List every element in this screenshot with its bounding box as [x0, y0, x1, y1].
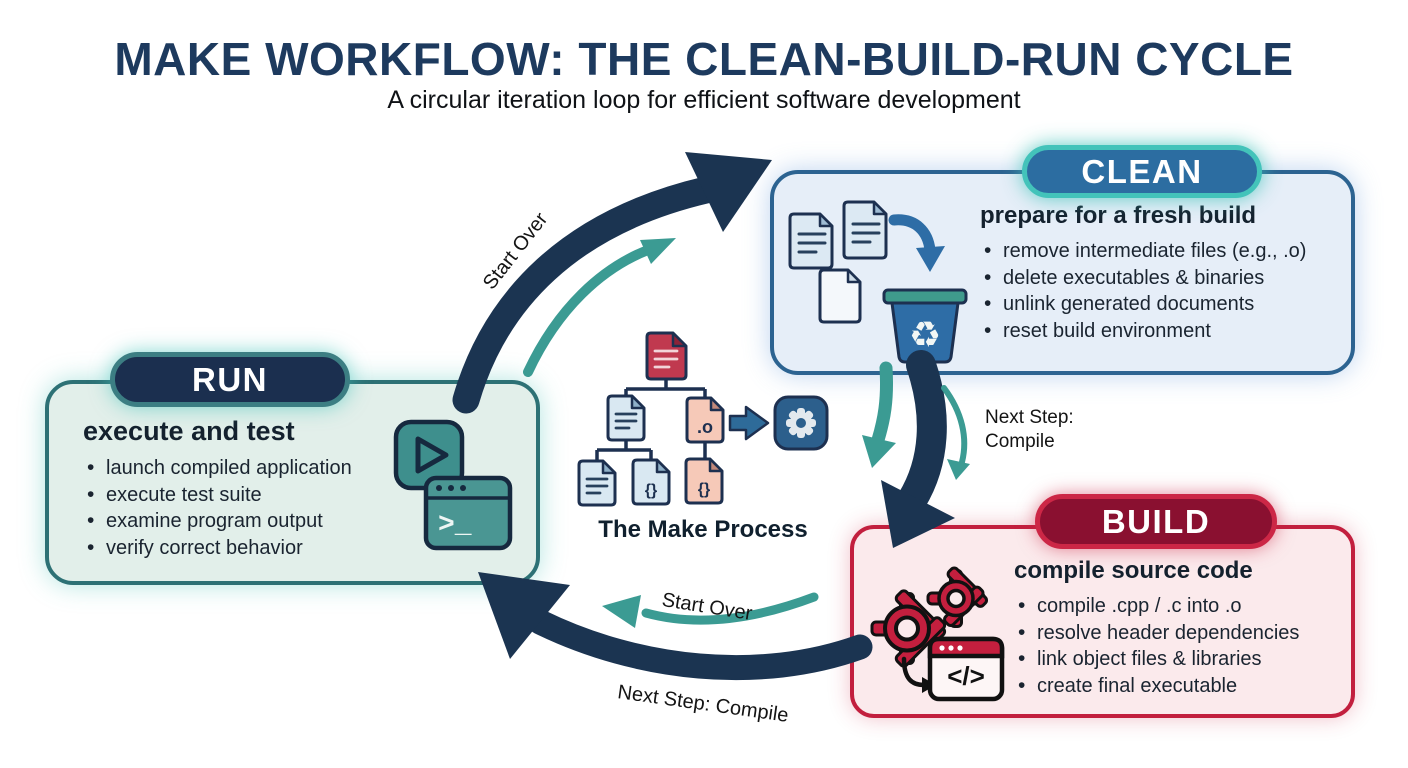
- source-document-icon: [606, 394, 646, 442]
- arrow-run-to-clean-inner: [523, 238, 676, 377]
- arrow-build-to-run-navy: [478, 572, 873, 681]
- document-lined-icon: [788, 212, 834, 270]
- clean-icons: ♻: [788, 200, 968, 364]
- terminal-window-icon: >_: [423, 475, 513, 551]
- build-bullet: link object files & libraries: [1014, 645, 1346, 673]
- document-blank-icon: [818, 268, 862, 324]
- recycle-bin-icon: ♻: [882, 288, 968, 364]
- arrow-clean-to-build-navy: [881, 350, 955, 548]
- clean-bullet: delete executables & binaries: [980, 264, 1344, 292]
- clean-bullet-list: remove intermediate files (e.g., .o) del…: [980, 237, 1344, 345]
- gear-icon: [870, 589, 947, 668]
- clean-heading: prepare for a fresh build: [980, 202, 1257, 229]
- next-step-line2: Compile: [985, 430, 1055, 452]
- make-process-caption: The Make Process: [598, 516, 808, 543]
- run-bullet: execute test suite: [83, 481, 423, 509]
- object-file-document-icon: .o: [685, 396, 725, 444]
- build-bullet: compile .cpp / .c into .o: [1014, 592, 1346, 620]
- arrow-clean-to-build-thin-teal: [941, 385, 970, 480]
- object-file-label: .o: [697, 417, 713, 437]
- stage-box-run: >_ execute and test launch compiled appl…: [45, 380, 540, 585]
- makefile-document-icon: [645, 331, 688, 381]
- run-heading: execute and test: [83, 416, 295, 446]
- page-subtitle: A circular iteration loop for efficient …: [387, 86, 1021, 114]
- next-step-line1: Next Step:: [985, 407, 1074, 428]
- clean-badge: CLEAN: [1022, 145, 1262, 198]
- run-badge: RUN: [110, 352, 350, 407]
- arrow-to-trash-icon: [888, 214, 945, 272]
- run-bullet: launch compiled application: [83, 454, 423, 482]
- run-bullet: examine program output: [83, 507, 423, 535]
- code-tag-label: </>: [947, 661, 985, 691]
- build-badge: BUILD: [1035, 494, 1277, 549]
- to-executable-arrow-icon: [728, 405, 770, 441]
- build-bullet: resolve header dependencies: [1014, 619, 1346, 647]
- next-step-label-bottom: Next Step: Compile: [616, 681, 790, 727]
- run-bullet-list: launch compiled application execute test…: [83, 454, 423, 562]
- stage-box-clean: ♻ prepare for a fresh build remove inter…: [770, 170, 1355, 375]
- header-file-label: {}: [645, 482, 657, 499]
- clean-bullet: unlink generated documents: [980, 290, 1344, 318]
- build-bullet: create final executable: [1014, 672, 1346, 700]
- clean-bullet: reset build environment: [980, 317, 1344, 345]
- source-file-label: {}: [698, 481, 710, 498]
- stage-box-build: </> compile source code compile .cpp / .…: [850, 525, 1355, 718]
- terminal-prompt: >_: [438, 510, 472, 541]
- build-icons: </>: [870, 566, 1005, 702]
- start-over-label-bottom: Start Over: [660, 589, 754, 625]
- arrow-run-to-clean: [452, 152, 772, 414]
- start-over-label-top: Start Over: [478, 208, 553, 294]
- recycle-symbol: ♻: [909, 314, 941, 355]
- header-file-document-icon: {}: [631, 458, 671, 506]
- arrow-clean-to-build-teal: [862, 361, 896, 468]
- document-lined-icon: [842, 200, 888, 260]
- dependency-tree-connectors: [595, 379, 707, 461]
- next-step-label-right: Next Step: Compile: [985, 406, 1145, 454]
- executable-gear-icon: [773, 395, 829, 451]
- gear-icon: [926, 566, 989, 628]
- page-title: MAKE WORKFLOW: THE CLEAN-BUILD-RUN CYCLE: [114, 33, 1294, 85]
- build-bullet-list: compile .cpp / .c into .o resolve header…: [1014, 592, 1346, 700]
- clean-bullet: remove intermediate files (e.g., .o): [980, 237, 1344, 265]
- source-file-document-icon: {}: [684, 457, 724, 505]
- code-window-icon: </>: [927, 636, 1005, 702]
- run-bullet: verify correct behavior: [83, 534, 423, 562]
- dependency-document-icon: [577, 459, 617, 507]
- build-heading: compile source code: [1014, 557, 1253, 584]
